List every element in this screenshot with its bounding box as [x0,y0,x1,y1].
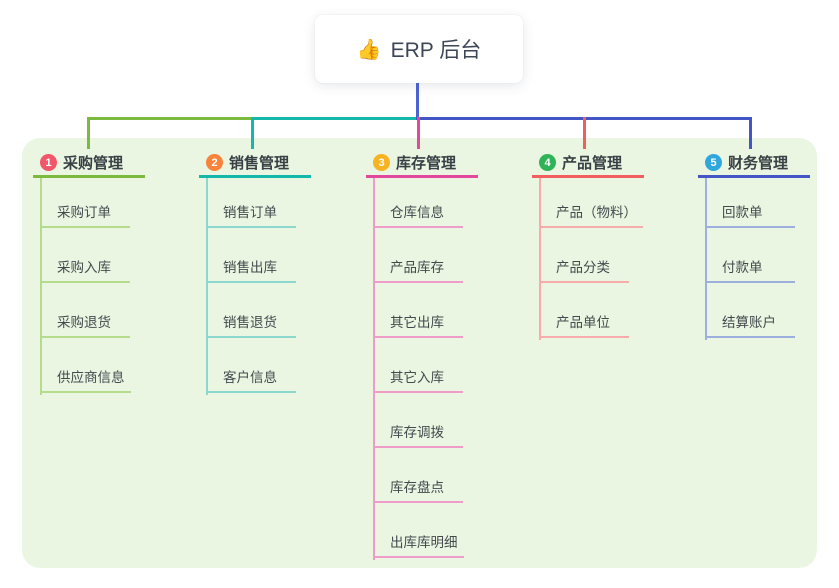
child-label: 其它入库 [390,370,444,385]
child-node[interactable]: 仓库信息 [373,178,463,228]
child-node[interactable]: 付款单 [705,228,795,283]
child-node[interactable]: 客户信息 [206,338,296,393]
drop-line-purchase [87,117,90,149]
child-label: 供应商信息 [57,370,125,385]
root-stem-line [416,83,419,119]
child-label: 产品库存 [390,260,444,275]
child-label: 采购订单 [57,205,111,220]
connector-line-green [87,117,253,120]
drop-line-finance [749,117,752,149]
child-label: 产品单位 [556,315,610,330]
branch-purchase: 1 采购管理 采购订单 采购入库 采购退货 供应商信息 [33,150,193,395]
branch-children: 仓库信息 产品库存 其它出库 其它入库 库存调拨 库存盘点 出库库明细 [373,178,526,558]
mindmap-background-panel [22,138,817,568]
branch-spine-line [539,178,541,340]
branch-label: 财务管理 [728,155,789,172]
branch-spine-line [40,178,42,395]
child-node[interactable]: 产品库存 [373,228,463,283]
child-node[interactable]: 销售出库 [206,228,296,283]
branch-sales: 2 销售管理 销售订单 销售出库 销售退货 客户信息 [199,150,359,395]
child-node[interactable]: 回款单 [705,178,795,228]
branch-header-purchase[interactable]: 1 采购管理 [33,150,145,178]
child-node[interactable]: 结算账户 [705,283,795,338]
branch-product: 4 产品管理 产品（物料） 产品分类 产品单位 [532,150,692,340]
child-node[interactable]: 采购入库 [40,228,130,283]
branch-spine-line [705,178,707,340]
branch-label: 采购管理 [63,155,124,172]
child-label: 产品（物料） [556,205,637,220]
child-label: 销售订单 [223,205,277,220]
thumbs-up-icon: 👍 [356,38,382,61]
branch-number-badge: 4 [539,154,556,171]
root-title: ERP 后台 [390,39,482,62]
child-node[interactable]: 库存盘点 [373,448,463,503]
child-label: 客户信息 [223,370,277,385]
child-label: 产品分类 [556,260,610,275]
branch-spine-line [373,178,375,560]
child-node[interactable]: 产品单位 [539,283,629,338]
child-label: 付款单 [722,260,763,275]
child-node[interactable]: 销售退货 [206,283,296,338]
branch-label: 产品管理 [562,155,623,172]
child-node[interactable]: 销售订单 [206,178,296,228]
child-node[interactable]: 产品分类 [539,228,629,283]
branch-header-product[interactable]: 4 产品管理 [532,150,644,178]
branch-number-badge: 1 [40,154,57,171]
child-node[interactable]: 其它出库 [373,283,463,338]
drop-line-sales [251,117,254,149]
branch-inventory: 3 库存管理 仓库信息 产品库存 其它出库 其它入库 库存调拨 库存盘点 出库库… [366,150,526,560]
child-node[interactable]: 产品（物料） [539,178,643,228]
child-node[interactable]: 采购退货 [40,283,130,338]
branch-number-badge: 5 [705,154,722,171]
branch-number-badge: 3 [373,154,390,171]
child-label: 采购入库 [57,260,111,275]
child-label: 采购退货 [57,315,111,330]
branch-label: 库存管理 [396,155,457,172]
child-node[interactable]: 采购订单 [40,178,130,228]
branch-spine-line [206,178,208,395]
branch-header-sales[interactable]: 2 销售管理 [199,150,311,178]
child-label: 库存调拨 [390,425,444,440]
root-node[interactable]: 👍 ERP 后台 [315,15,523,83]
child-label: 回款单 [722,205,763,220]
child-label: 销售出库 [223,260,277,275]
connector-line-teal [251,117,418,120]
branch-finance: 5 财务管理 回款单 付款单 结算账户 [698,150,839,340]
drop-line-product [583,117,586,149]
child-node[interactable]: 其它入库 [373,338,463,393]
child-node[interactable]: 库存调拨 [373,393,463,448]
branch-label: 销售管理 [229,155,290,172]
branch-header-finance[interactable]: 5 财务管理 [698,150,810,178]
child-label: 库存盘点 [390,480,444,495]
branch-header-inventory[interactable]: 3 库存管理 [366,150,478,178]
drop-line-inventory [417,117,420,149]
child-label: 其它出库 [390,315,444,330]
branch-children: 回款单 付款单 结算账户 [705,178,839,338]
branch-children: 销售订单 销售出库 销售退货 客户信息 [206,178,359,393]
branch-number-badge: 2 [206,154,223,171]
child-node[interactable]: 出库库明细 [373,503,464,558]
child-label: 销售退货 [223,315,277,330]
child-node[interactable]: 供应商信息 [40,338,131,393]
branch-children: 采购订单 采购入库 采购退货 供应商信息 [40,178,193,393]
branch-children: 产品（物料） 产品分类 产品单位 [539,178,692,338]
child-label: 出库库明细 [390,535,458,550]
child-label: 结算账户 [722,315,776,330]
child-label: 仓库信息 [390,205,444,220]
